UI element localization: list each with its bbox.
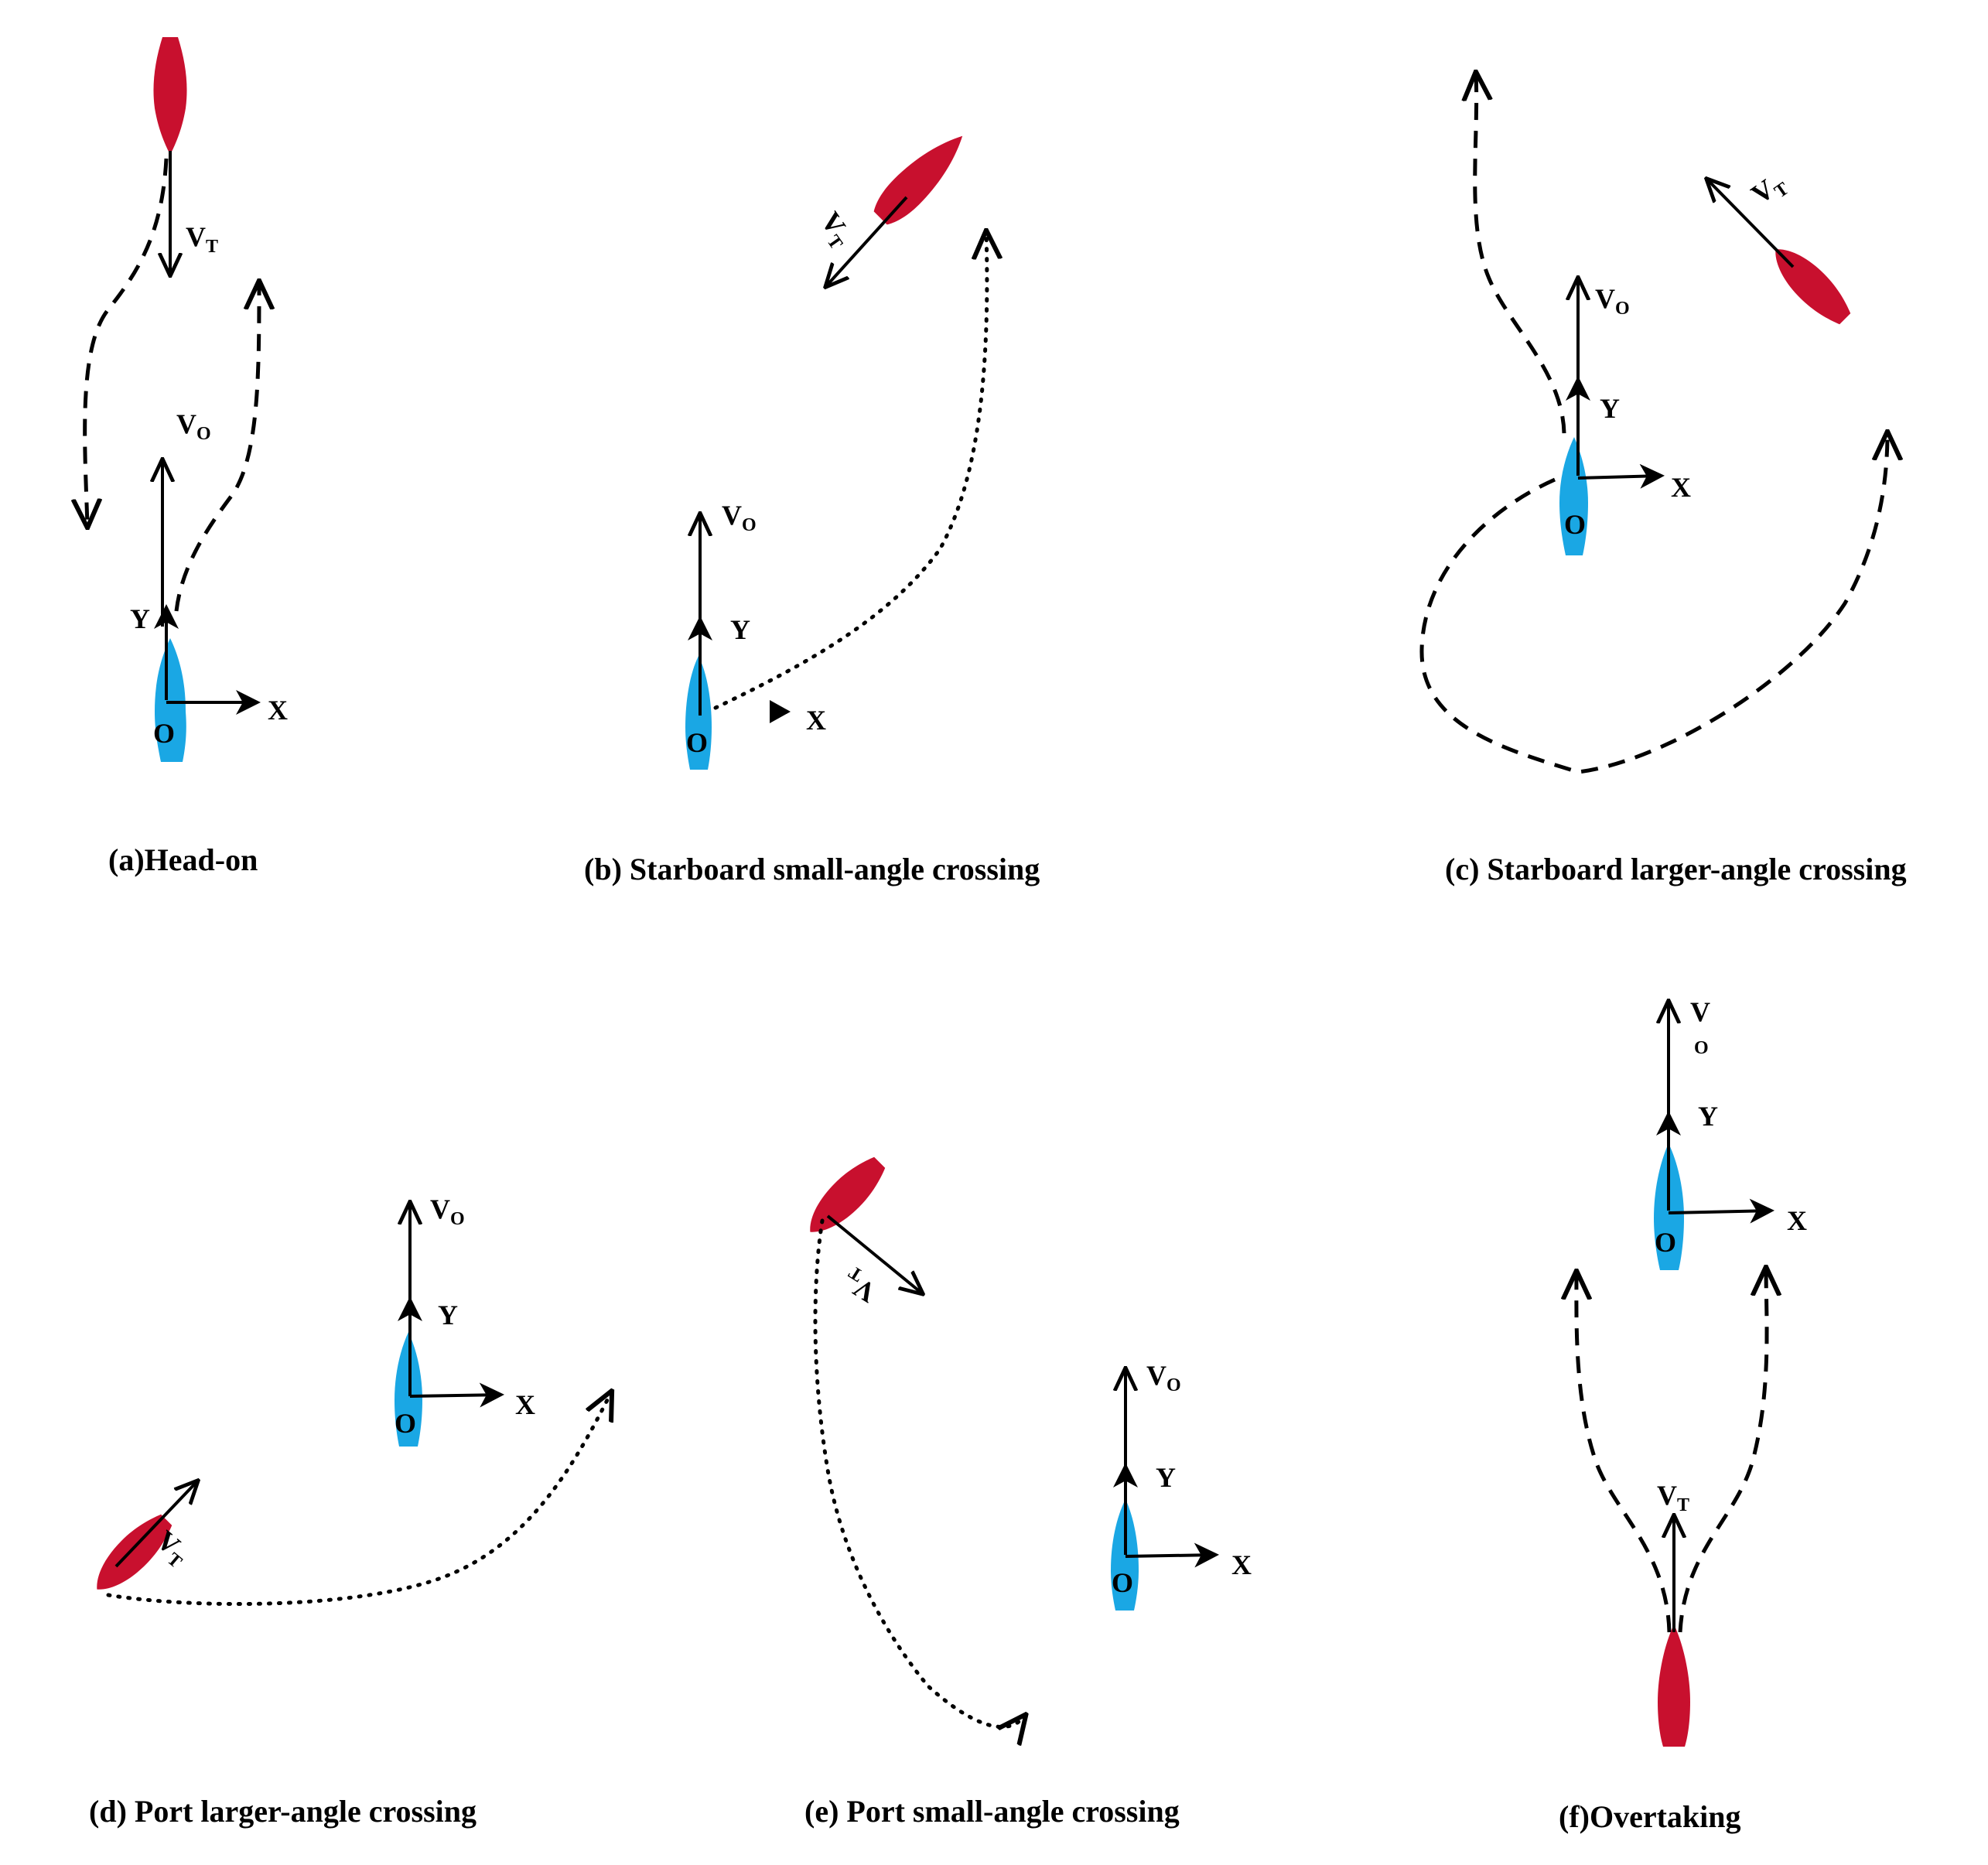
origin-label: O	[1112, 1567, 1133, 1598]
origin-label: O	[1564, 509, 1586, 540]
target-ship-hull	[97, 1514, 172, 1590]
own-path-loop	[1419, 433, 1887, 774]
target-velocity-arrow	[1707, 179, 1795, 268]
own-velocity-label: VO	[430, 1194, 465, 1229]
panel-f: VT V O Y X O (f)Overtaking	[1559, 996, 1807, 1834]
x-axis-arrow	[409, 1382, 504, 1408]
target-velocity-arrow	[826, 196, 908, 286]
origin-label: O	[395, 1408, 416, 1439]
panel-caption: (a)Head-on	[108, 842, 258, 877]
x-axis-arrowhead	[770, 700, 791, 723]
y-axis-label: Y	[730, 614, 750, 645]
panel-caption: (e) Port small-angle crossing	[804, 1794, 1180, 1829]
own-velocity-label: VO	[722, 500, 757, 535]
origin-label: O	[686, 727, 708, 758]
x-axis-arrow	[1577, 463, 1665, 489]
panel-b: VT VO Y X O (b) Starboard small-angle cr…	[584, 135, 1040, 886]
own-velocity-subscript: O	[1694, 1038, 1709, 1058]
own-path	[174, 282, 259, 612]
x-axis-label: X	[1231, 1549, 1252, 1580]
target-velocity-label: VT	[1657, 1480, 1689, 1515]
target-ship-hull	[1775, 249, 1851, 325]
x-axis-label: X	[268, 695, 288, 726]
y-axis-label: Y	[1600, 393, 1620, 424]
own-ship-hull	[155, 638, 186, 762]
x-axis-label: X	[515, 1389, 535, 1420]
target-ship-hull	[810, 1156, 886, 1232]
panel-caption: (d) Port larger-angle crossing	[89, 1794, 477, 1829]
panel-a: VT VO Y X O (a)Head-on	[85, 37, 288, 877]
own-velocity-label: VO	[1146, 1360, 1181, 1395]
target-velocity-label: VT	[811, 207, 859, 254]
y-axis-label: Y	[130, 603, 150, 634]
target-path	[813, 1218, 1025, 1727]
target-velocity-arrow	[826, 1214, 922, 1293]
panel-e: VT VO Y X O (e) Port small-angle crossin…	[804, 1156, 1252, 1829]
y-axis-label: Y	[438, 1300, 458, 1330]
target-ship-hull	[1658, 1624, 1690, 1747]
target-velocity-label: VT	[837, 1262, 883, 1309]
target-velocity-arrow	[114, 1481, 197, 1568]
x-axis-arrow	[1668, 1198, 1775, 1224]
target-ship-hull	[873, 135, 963, 225]
own-velocity-label: VO	[176, 408, 211, 444]
target-ship-hull	[153, 37, 187, 155]
target-path-left	[1576, 1272, 1672, 1633]
x-axis-label: X	[1787, 1205, 1807, 1236]
y-axis-label: Y	[1698, 1101, 1718, 1132]
panel-caption: (c) Starboard larger-angle crossing	[1445, 852, 1907, 886]
y-axis-label: Y	[1156, 1462, 1176, 1493]
target-velocity-label: VT	[186, 221, 218, 257]
target-velocity-label: VT	[1746, 166, 1793, 214]
panel-c: VT VO Y X O (c) Starboard larger-angle c…	[1419, 73, 1907, 886]
own-path	[713, 232, 987, 710]
target-path	[85, 158, 169, 526]
own-path-north	[1475, 73, 1566, 434]
origin-label: O	[1655, 1227, 1676, 1258]
x-axis-arrow	[1125, 1542, 1219, 1568]
target-path	[106, 1392, 611, 1607]
x-axis-label: X	[1671, 472, 1691, 503]
origin-label: O	[153, 718, 175, 749]
own-ship-hull	[1559, 437, 1588, 555]
own-velocity-label: V	[1690, 996, 1710, 1027]
panel-d: VT VO Y X O (d) Port larger-angle crossi…	[89, 1194, 611, 1829]
panel-caption: (b) Starboard small-angle crossing	[584, 852, 1040, 886]
panel-caption: (f)Overtaking	[1559, 1799, 1741, 1834]
target-path-right	[1678, 1269, 1767, 1633]
x-axis-label: X	[806, 705, 826, 736]
own-velocity-label: VO	[1595, 283, 1630, 319]
